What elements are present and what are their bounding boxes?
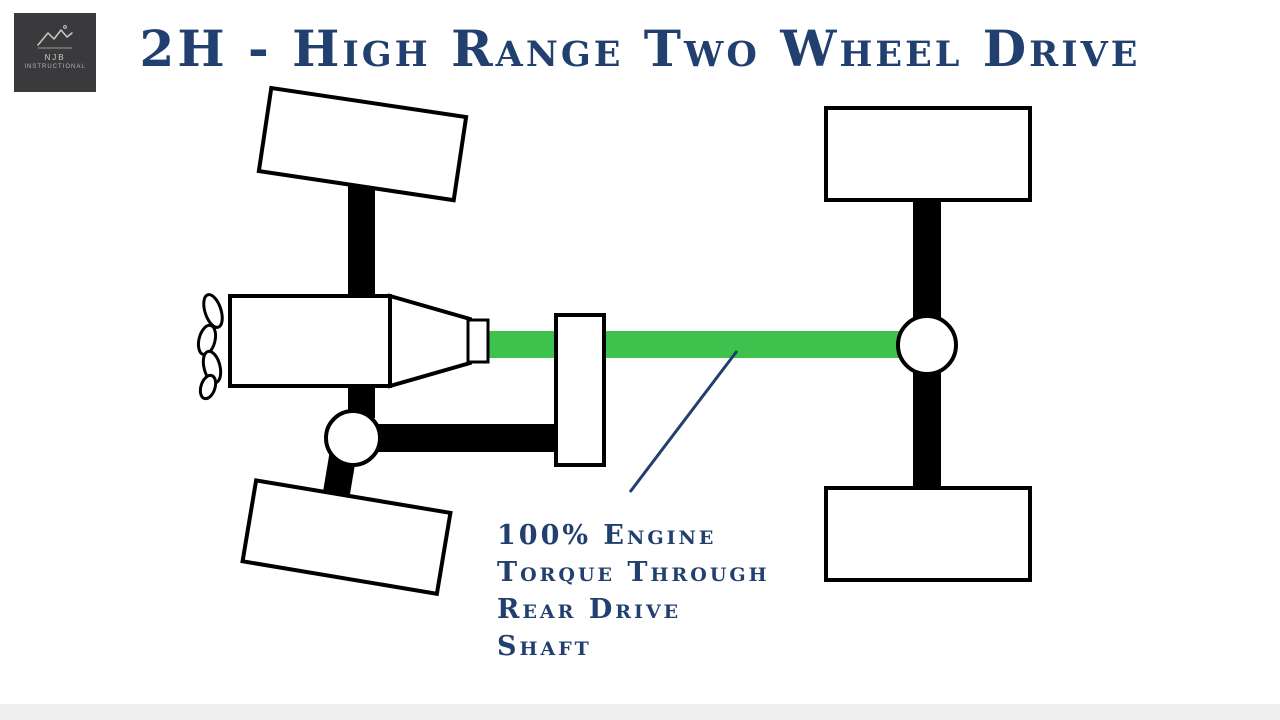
annotation-line: Rear Drive (497, 594, 682, 625)
rear-right-wheel (824, 486, 1032, 582)
front-output-shaft (353, 424, 565, 452)
engine-block (228, 294, 392, 388)
annotation-pointer-line (628, 350, 739, 493)
transmission-bellhousing (388, 293, 472, 389)
annotation-line: 100% Engine (497, 520, 717, 551)
logo-doodle-icon (37, 25, 73, 49)
front-differential (324, 409, 382, 467)
transfer-case (554, 313, 606, 467)
front-left-wheel (256, 85, 469, 203)
rear-driveshaft-green (478, 331, 906, 358)
rear-differential (896, 314, 958, 376)
logo-name: NJB (44, 53, 66, 62)
logo-subtitle: INSTRUCTIONAL (24, 64, 86, 70)
annotation-line: Torque Through (497, 557, 770, 588)
transmission-output-stub (466, 318, 490, 364)
front-right-wheel (240, 478, 453, 597)
annotation-text: 100% Engine Torque Through Rear Drive Sh… (497, 517, 770, 665)
rear-left-wheel (824, 106, 1032, 202)
page-title: 2H - High Range Two Wheel Drive (139, 19, 1141, 78)
engine-fan-icon (196, 293, 224, 401)
bottom-bar (0, 704, 1280, 720)
annotation-line: Shaft (497, 631, 592, 662)
channel-logo: NJB INSTRUCTIONAL (14, 13, 96, 92)
